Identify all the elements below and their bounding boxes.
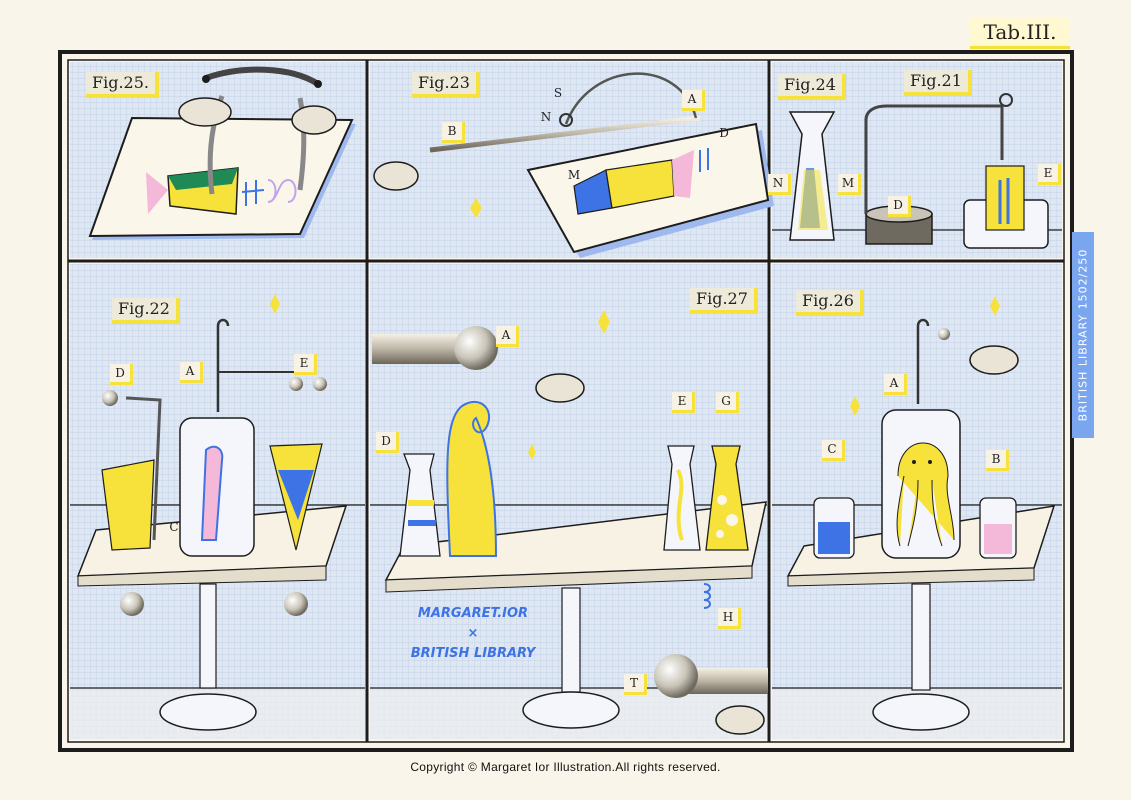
signature-cross: × [467, 626, 479, 641]
fig27-label: Fig.27 [690, 288, 758, 314]
fig27-letter-d: D [376, 432, 399, 453]
fig21-label: Fig.21 [904, 70, 972, 96]
artist-signature: MARGARET.IOR × BRITISH LIBRARY [398, 604, 548, 664]
fig22-label: Fig.22 [112, 298, 180, 324]
fig26-illustration [786, 296, 1056, 731]
fig27-illustration [372, 310, 768, 735]
fig25-label: Fig.25. [86, 72, 159, 98]
fig23-label: Fig.23 [412, 72, 480, 98]
collection-badge-text: BRITISH LIBRARY 1502/250 [1076, 248, 1090, 422]
signature-library: BRITISH LIBRARY [410, 646, 536, 661]
plate-title: Tab.III. [970, 18, 1070, 49]
fig26-letter-a: A [884, 374, 907, 395]
signature-artist: MARGARET.IOR [417, 606, 529, 621]
fig26-letter-c: C [822, 440, 845, 461]
copyright-notice: Copyright © Margaret Ior Illustration.Al… [410, 760, 721, 774]
fig23-letter-m: M [567, 168, 581, 182]
fig23-letter-n: N [540, 110, 552, 124]
fig23-letter-b: B [442, 122, 465, 143]
fig26-letter-b: B [986, 450, 1009, 471]
fig24-letter-m: M [838, 174, 861, 195]
fig27-letter-a: A [496, 326, 519, 347]
fig22-letter-c: C [169, 520, 179, 534]
fig24-letter-n: N [768, 174, 791, 195]
fig22-illustration [76, 294, 348, 731]
fig26-label: Fig.26 [796, 290, 864, 316]
fig24-label: Fig.24 [778, 74, 846, 100]
fig25-illustration [88, 66, 356, 240]
fig23-letter-s: S [553, 86, 563, 100]
fig27-letter-e: E [672, 392, 695, 413]
collection-badge: BRITISH LIBRARY 1502/250 [1072, 232, 1094, 438]
fig27-letter-t: T [624, 674, 647, 695]
fig21-letter-e: E [1038, 164, 1061, 185]
fig22-letter-d: D [110, 364, 133, 385]
fig22-letter-e: E [294, 354, 317, 375]
fig27-letter-g: G [716, 392, 739, 413]
fig22-letter-a: A [180, 362, 203, 383]
fig21-letter-d: D [888, 196, 911, 217]
fig23-letter-a: A [682, 90, 705, 111]
fig27-letter-h: H [718, 608, 741, 629]
fig23-letter-d: D [719, 126, 729, 140]
